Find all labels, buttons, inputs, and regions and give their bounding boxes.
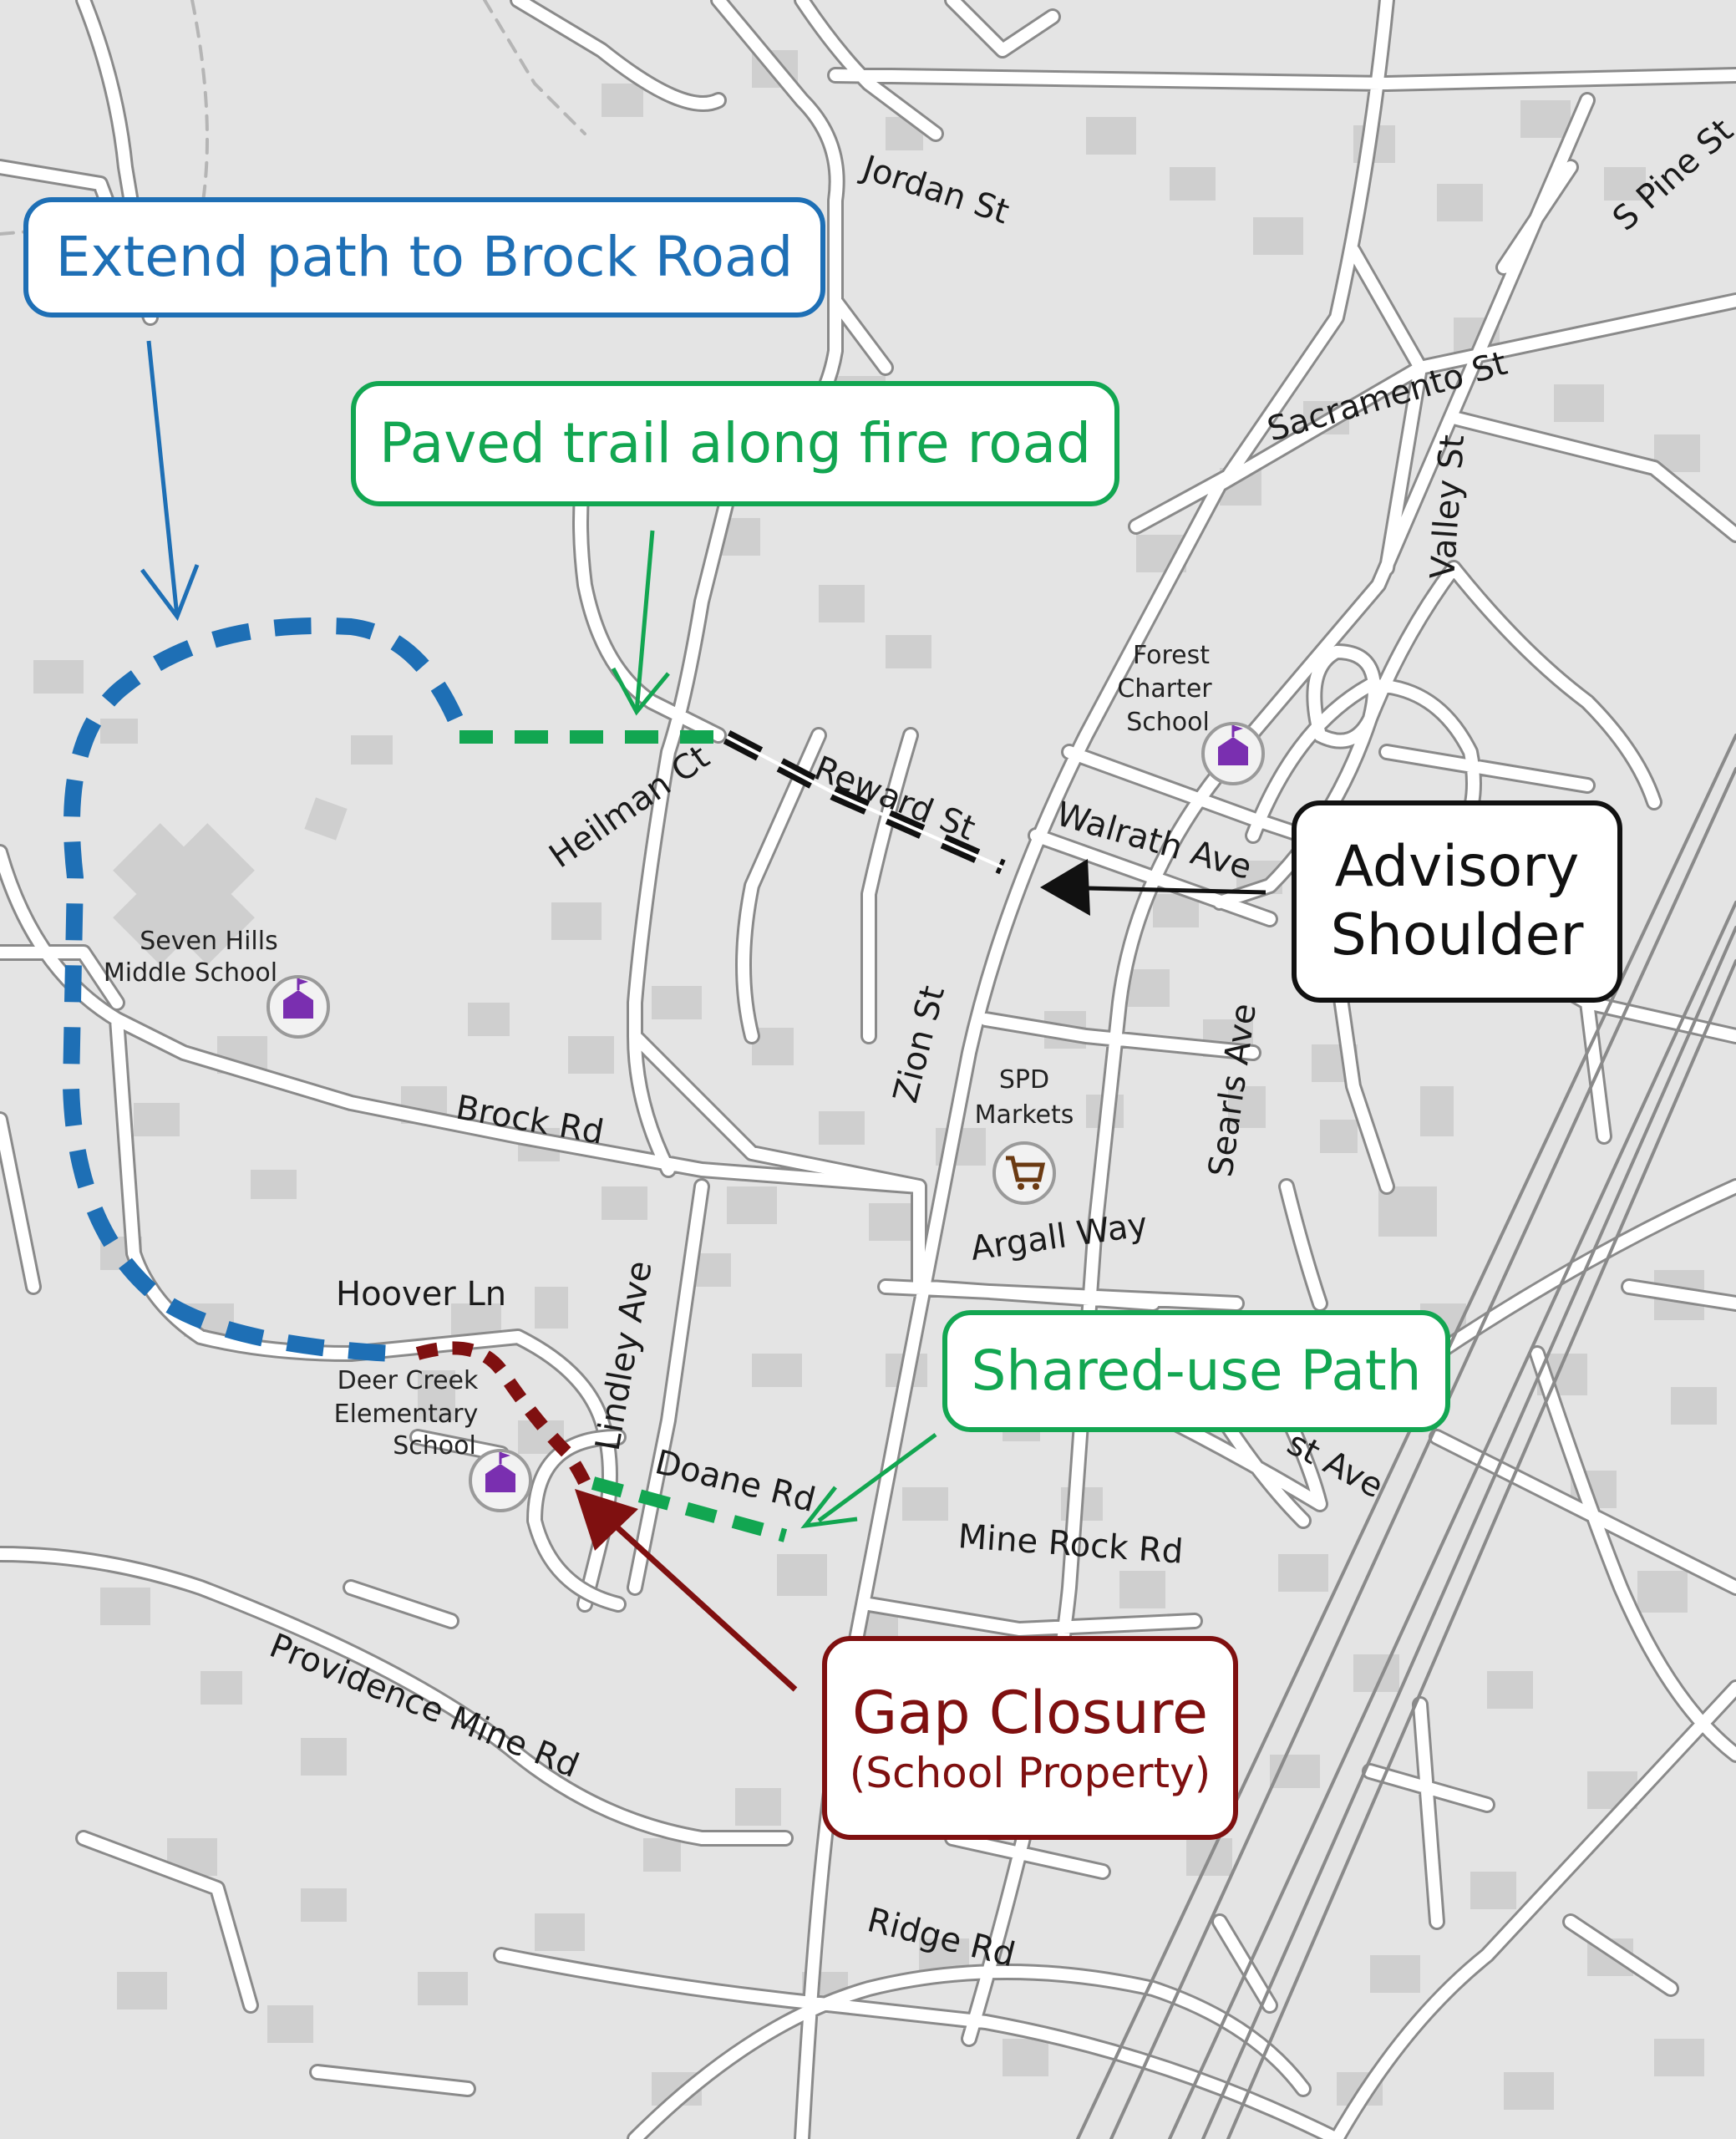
school-icon — [266, 975, 330, 1039]
callout-advisory-line1: Advisory — [1334, 834, 1580, 901]
street-hoover: Hoover Ln — [336, 1275, 506, 1313]
poi-deer-1: Deer Creek — [338, 1366, 479, 1395]
advisory-shoulder-inner — [726, 735, 1003, 869]
poi-seven-2: Middle School — [104, 958, 277, 988]
blue-dashed-path — [62, 617, 464, 1362]
callout-advisory-shoulder: Advisory Shoulder — [1292, 800, 1622, 1003]
poi-forest-1: Forest — [1133, 641, 1210, 670]
school-icon — [1201, 722, 1265, 785]
arrow-head-shared — [800, 1486, 858, 1529]
callout-paved-trail: Paved trail along fire road — [351, 381, 1119, 506]
poi-spd-2: Markets — [975, 1100, 1074, 1130]
callout-arrows — [140, 340, 1266, 1692]
arrow-head-paved — [611, 667, 670, 716]
green-path-doane — [591, 1476, 788, 1542]
poi-spd-1: SPD — [999, 1065, 1049, 1095]
callout-extend-path: Extend path to Brock Road — [23, 197, 825, 318]
arrow-icon-paved — [634, 530, 655, 713]
proposed-paths — [62, 617, 1006, 1542]
arrow-head-extend — [140, 564, 200, 622]
arrow-icon-gap — [589, 1501, 798, 1692]
poi-forest-2: Charter — [1117, 674, 1212, 704]
arrow-head-gap — [575, 1489, 638, 1551]
callout-shared-use-text: Shared-use Path — [971, 1339, 1422, 1404]
poi-deer-2: Elementary — [334, 1400, 479, 1429]
callout-advisory-line2: Shoulder — [1330, 902, 1584, 968]
poi-labels: Forest Charter School Seven Hills Middle… — [104, 641, 1212, 1461]
red-dashed-path — [415, 1341, 596, 1498]
poi-forest-3: School — [1126, 708, 1210, 737]
poi-seven-1: Seven Hills — [140, 927, 277, 956]
poi-deer-3: School — [393, 1431, 476, 1461]
callout-gap-line2: (School Property) — [849, 1749, 1211, 1797]
callout-gap-closure: Gap Closure (School Property) — [822, 1636, 1238, 1840]
arrow-icon-shared — [817, 1432, 937, 1523]
callout-extend-path-text: Extend path to Brock Road — [55, 225, 794, 290]
callout-paved-trail-text: Paved trail along fire road — [378, 411, 1092, 476]
arrow-head-advisory — [1040, 859, 1090, 916]
callout-shared-use-path: Shared-use Path — [942, 1310, 1450, 1432]
highway — [1076, 734, 1736, 2139]
arrow-icon-extend — [146, 340, 180, 617]
callout-gap-line1: Gap Closure — [851, 1679, 1209, 1747]
school-icon — [469, 1449, 532, 1512]
poi-icons — [266, 722, 1265, 1512]
shopping-cart-icon — [992, 1141, 1056, 1205]
